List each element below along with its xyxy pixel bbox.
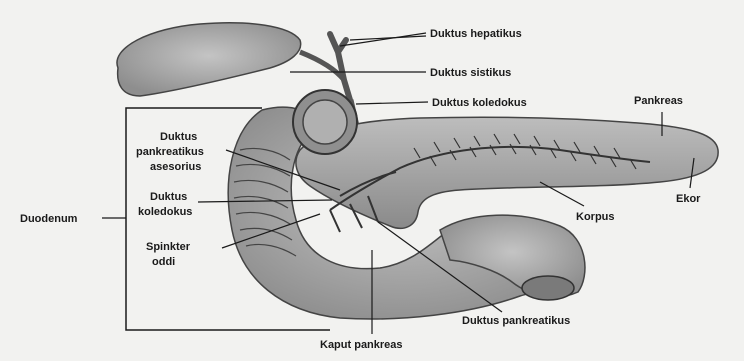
label-ekor: Ekor [676, 193, 701, 205]
label-asesorius-line2: pankreatikus [136, 146, 204, 158]
label-koledokus-line1: Duktus [150, 191, 187, 203]
label-duktus-hepatikus: Duktus hepatikus [430, 28, 522, 40]
label-spinkter-line1: Spinkter [146, 241, 191, 253]
label-duodenum: Duodenum [20, 213, 78, 225]
duodenum-bulb-lumen [303, 100, 347, 144]
label-kaput-pankreas: Kaput pankreas [320, 339, 403, 351]
label-asesorius-line1: Duktus [160, 131, 197, 143]
label-duktus-koledokus-top: Duktus koledokus [432, 97, 527, 109]
jejunum-opening-shape [522, 276, 574, 300]
label-koledokus-line2: koledokus [138, 206, 192, 218]
label-duktus-sistikus: Duktus sistikus [430, 67, 511, 79]
label-pankreas: Pankreas [634, 95, 683, 107]
label-spinkter-line2: oddi [152, 256, 175, 268]
label-duktus-pankreatikus: Duktus pankreatikus [462, 315, 570, 327]
label-asesorius-line3: asesorius [150, 161, 201, 173]
label-korpus: Korpus [576, 211, 615, 223]
